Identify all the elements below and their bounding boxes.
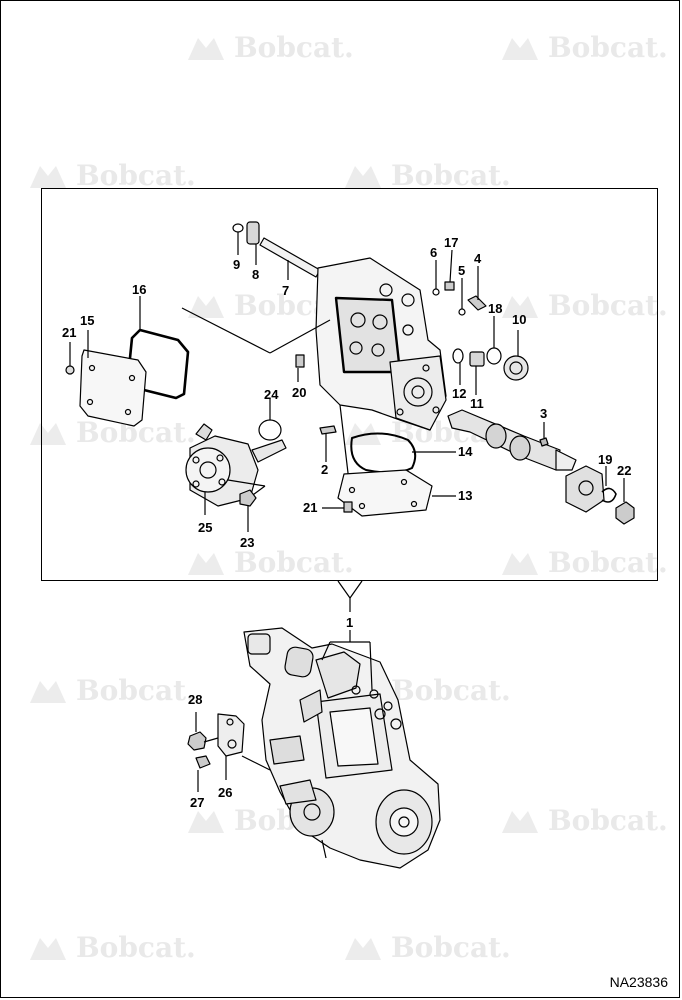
- bobcat-logo-icon: [30, 938, 66, 960]
- callout-3: 3: [540, 406, 548, 421]
- watermark: Bobcat.: [500, 288, 668, 322]
- callout-22: 22: [617, 463, 632, 478]
- bobcat-logo-icon: [188, 553, 224, 575]
- bobcat-logo-icon: [502, 553, 538, 575]
- callout-14: 14: [458, 444, 473, 459]
- bobcat-logo-icon: [502, 811, 538, 833]
- callout-2: 2: [321, 462, 329, 477]
- document-id: NA23836: [609, 974, 668, 990]
- callout-19: 19: [598, 452, 613, 467]
- watermark: Bobcat.: [500, 803, 668, 837]
- watermark: Bobcat.: [343, 158, 511, 192]
- callout-28: 28: [188, 692, 203, 707]
- callout-21-bottom: 21: [303, 500, 318, 515]
- callout-25: 25: [198, 520, 213, 535]
- watermark: Bobcat.: [343, 930, 511, 964]
- callout-18: 18: [488, 301, 503, 316]
- bobcat-logo-icon: [188, 38, 224, 60]
- callout-6: 6: [430, 245, 438, 260]
- callout-13: 13: [458, 488, 473, 503]
- callout-17: 17: [444, 235, 459, 250]
- callout-5: 5: [458, 263, 466, 278]
- watermark: Bobcat.: [186, 545, 354, 579]
- callout-26: 26: [218, 785, 233, 800]
- assembled-pump: [243, 627, 441, 869]
- bobcat-logo-icon: [502, 296, 538, 318]
- watermark: Bobcat.: [28, 673, 196, 707]
- bobcat-logo-icon: [30, 681, 66, 703]
- bobcat-logo-icon: [502, 38, 538, 60]
- callout-16: 16: [132, 282, 147, 297]
- callout-4: 4: [474, 251, 482, 266]
- watermark: Bobcat.: [500, 30, 668, 64]
- bobcat-logo-icon: [188, 811, 224, 833]
- callout-27: 27: [190, 795, 205, 810]
- callout-20: 20: [292, 385, 307, 400]
- callout-21-left: 21: [62, 325, 77, 340]
- callout-15: 15: [80, 313, 95, 328]
- callout-9: 9: [233, 257, 241, 272]
- callout-24: 24: [264, 387, 279, 402]
- bobcat-logo-icon: [30, 166, 66, 188]
- bobcat-logo-icon: [188, 296, 224, 318]
- watermark: Bobcat.: [186, 30, 354, 64]
- callout-12: 12: [452, 386, 467, 401]
- watermark: Bobcat.: [28, 930, 196, 964]
- callout-1: 1: [346, 615, 354, 630]
- bobcat-logo-icon: [345, 166, 381, 188]
- callout-8: 8: [252, 267, 260, 282]
- callout-10: 10: [512, 312, 527, 327]
- callout-11: 11: [470, 396, 484, 411]
- callout-7: 7: [282, 283, 290, 298]
- watermark: Bobcat.: [28, 158, 196, 192]
- bobcat-logo-icon: [30, 423, 66, 445]
- exploded-view-frame: [41, 188, 658, 581]
- callout-23: 23: [240, 535, 255, 550]
- bobcat-logo-icon: [345, 938, 381, 960]
- watermark: Bobcat.: [500, 545, 668, 579]
